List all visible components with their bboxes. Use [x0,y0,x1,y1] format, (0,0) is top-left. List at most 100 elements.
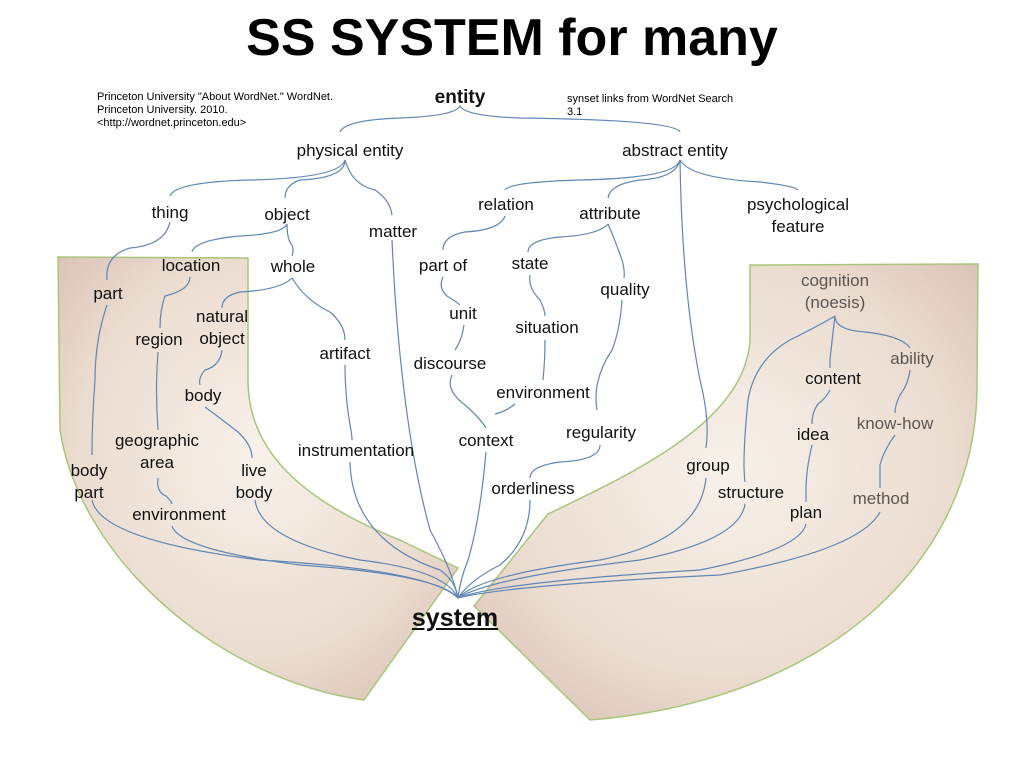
node-region: region [135,330,183,349]
node-group: group [686,456,730,475]
connector-line [254,499,459,599]
node-live-body: live body [226,460,282,504]
citation-left-line: <http://wordnet.princeton.edu> [97,117,247,129]
citation-left-line: Princeton University "About WordNet." Wo… [97,91,334,103]
connector-line [595,299,623,411]
node-structure: structure [717,483,785,502]
connector-line [339,104,681,133]
node-unit: unit [449,304,477,323]
node-body: body [184,386,222,405]
connector-line [440,276,461,306]
node-body-part-line: body [70,461,108,480]
node-live-body-line: live [241,461,267,480]
connector-line [529,274,546,317]
connector-line [494,403,516,415]
connector-line [679,159,799,191]
node-cognition-line: (noesis) [804,293,866,312]
node-method: method [852,489,910,508]
connector-line [344,159,393,216]
connector-line [607,159,681,199]
slide-title: SS SYSTEM for many [246,9,778,67]
node-thing: thing [151,203,189,222]
connector-line [829,315,836,368]
node-psychological-feature-line: psychological [746,195,850,214]
node-live-body-line: body [235,483,273,502]
node-object: object [264,205,310,224]
connector-line [457,511,881,599]
connector-line [834,315,911,349]
node-system: system [411,604,499,632]
connector-line [391,239,459,599]
node-plan: plan [789,503,823,522]
connector-line [449,374,487,429]
connector-line [607,223,625,279]
connector-line [155,351,159,431]
connector-line [442,215,506,251]
node-whole: whole [270,257,316,276]
connector-line [542,339,546,381]
connector-line [349,461,459,599]
connector-line [457,477,707,599]
node-environment-mid: environment [496,383,590,402]
node-geographic-area: geographic area [100,430,214,474]
connector-line [457,503,746,599]
node-part-of: part of [418,256,468,275]
connector-line [457,499,531,599]
connector-line [157,477,173,505]
connector-line [169,159,346,197]
node-situation: situation [515,318,579,337]
connector-line [894,369,911,414]
connector-line [106,221,171,281]
node-cognition: cognition (noesis) [785,270,885,314]
node-context: context [458,431,514,450]
node-part: part [93,284,123,303]
right-background-panel [472,263,979,721]
connector-line [454,324,465,351]
connector-line [284,159,346,199]
node-physical-entity: physical entity [296,141,404,160]
node-body-part-line: part [74,483,104,502]
node-orderliness: orderliness [491,479,575,498]
connector-line [198,349,223,386]
node-ability: ability [890,349,934,368]
node-natural-object-line: natural [196,307,248,326]
node-psychological-feature-line: feature [771,217,825,236]
connector-line [344,364,353,441]
connector-line [679,159,708,449]
node-natural-object: natural object [188,306,256,350]
node-artifact: artifact [319,344,371,363]
connector-line [805,444,813,502]
node-quality: quality [600,280,650,299]
citation-right-line: 3.1 [567,106,583,118]
connector-line [504,159,681,191]
node-entity: entity [434,87,486,108]
connector-line [204,406,253,459]
citation-right: synset links from WordNet Search 3.1 [567,93,733,119]
node-psychological-feature: psychological feature [728,194,868,238]
node-instrumentation: instrumentation [297,441,415,460]
node-content: content [805,369,861,388]
node-know-how: know-how [856,414,934,433]
node-natural-object-line: object [199,329,245,348]
node-geographic-area-line: geographic [114,431,200,450]
node-geographic-area-line: area [139,453,175,472]
left-background-panel [57,256,460,701]
connector-line [91,304,108,456]
connector-line [286,223,294,257]
node-relation: relation [478,195,534,214]
connector-line [811,389,831,425]
node-idea: idea [796,425,830,444]
node-discourse: discourse [413,354,487,373]
connector-line [457,523,807,599]
node-state: state [511,254,549,273]
node-regularity: regularity [566,423,636,442]
citation-right-line: synset links from WordNet Search [567,93,734,105]
node-body-part: body part [62,460,116,504]
connector-line [221,277,293,309]
connector-line [159,276,191,329]
node-location: location [161,256,221,275]
connector-line [191,223,288,253]
connector-line [743,315,836,483]
